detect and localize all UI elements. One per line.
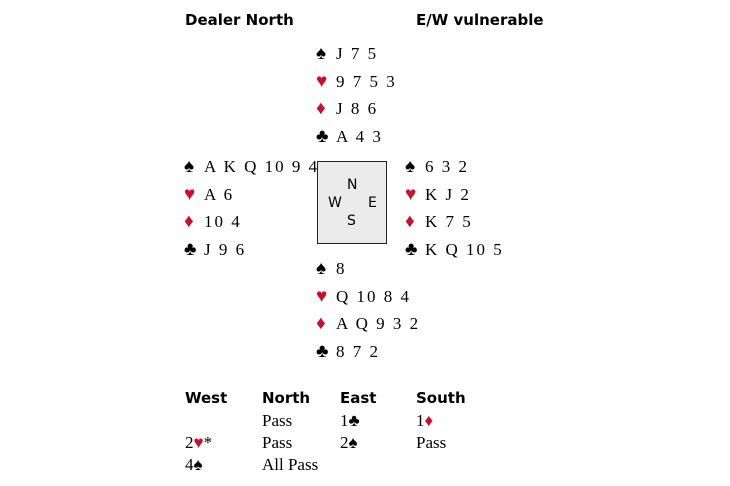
bid-r1-east: 1♣ (340, 411, 360, 430)
alert-marker: * (203, 433, 213, 452)
bid-r3-north: All Pass (262, 455, 319, 474)
south-hand: ♠8 ♥Q 10 8 4 ♦A Q 9 3 2 ♣8 7 2 (316, 255, 420, 365)
east-hand: ♠6 3 2 ♥K J 2 ♦K 7 5 ♣K Q 10 5 (405, 153, 504, 263)
auction-header-east: East (340, 389, 377, 407)
club-icon: ♣ (184, 238, 197, 260)
club-icon: ♣ (348, 411, 360, 430)
compass-north: N (347, 177, 358, 193)
auction-header-south: South (416, 389, 466, 407)
compass-east: E (368, 195, 377, 211)
spade-icon: ♠ (316, 43, 327, 64)
south-spades: ♠8 (316, 255, 420, 283)
east-hearts: ♥K J 2 (405, 181, 504, 209)
vulnerability-label: E/W vulnerable (416, 11, 544, 29)
north-hand: ♠J 7 5 ♥9 7 5 3 ♦J 8 6 ♣A 4 3 (316, 40, 397, 150)
bid-r1-north: Pass (262, 411, 293, 430)
heart-icon: ♥ (184, 183, 196, 205)
south-hearts: ♥Q 10 8 4 (316, 283, 420, 311)
bid-r3-west: 4♠ (185, 455, 203, 474)
diamond-icon: ♦ (316, 98, 326, 119)
north-clubs: ♣A 4 3 (316, 123, 397, 151)
north-spades: ♠J 7 5 (316, 40, 397, 68)
north-hearts: ♥9 7 5 3 (316, 68, 397, 96)
spade-icon: ♠ (184, 156, 195, 177)
west-hand: ♠A K Q 10 9 4 ♥A 6 ♦10 4 ♣J 9 6 (184, 153, 319, 263)
spade-icon: ♠ (348, 433, 358, 452)
east-clubs: ♣K Q 10 5 (405, 236, 504, 264)
bid-r2-west: 2♥* (185, 433, 213, 452)
east-diamonds: ♦K 7 5 (405, 208, 504, 236)
diamond-icon: ♦ (405, 211, 415, 232)
diamond-icon: ♦ (316, 313, 326, 334)
spade-icon: ♠ (405, 156, 416, 177)
south-clubs: ♣8 7 2 (316, 338, 420, 366)
west-clubs: ♣J 9 6 (184, 236, 319, 264)
west-hearts: ♥A 6 (184, 181, 319, 209)
spade-icon: ♠ (193, 455, 203, 474)
compass-table: N W E S (317, 161, 387, 244)
auction-header-north: North (262, 389, 311, 407)
bid-r2-south: Pass (416, 433, 447, 452)
bid-r2-east: 2♠ (340, 433, 358, 452)
south-diamonds: ♦A Q 9 3 2 (316, 310, 420, 338)
heart-icon: ♥ (316, 70, 328, 92)
bid-r1-south: 1♦ (416, 411, 434, 430)
compass-south: S (347, 213, 356, 229)
north-diamonds: ♦J 8 6 (316, 95, 397, 123)
auction-header-west: West (185, 389, 228, 407)
bid-r2-north: Pass (262, 433, 293, 452)
dealer-label: Dealer North (185, 11, 294, 29)
club-icon: ♣ (316, 340, 329, 362)
west-diamonds: ♦10 4 (184, 208, 319, 236)
diamond-icon: ♦ (424, 411, 434, 430)
west-spades: ♠A K Q 10 9 4 (184, 153, 319, 181)
heart-icon: ♥ (405, 183, 417, 205)
compass-west: W (328, 195, 342, 211)
club-icon: ♣ (405, 238, 418, 260)
club-icon: ♣ (316, 125, 329, 147)
heart-icon: ♥ (193, 433, 204, 452)
east-spades: ♠6 3 2 (405, 153, 504, 181)
heart-icon: ♥ (316, 285, 328, 307)
diamond-icon: ♦ (184, 211, 194, 232)
spade-icon: ♠ (316, 258, 327, 279)
